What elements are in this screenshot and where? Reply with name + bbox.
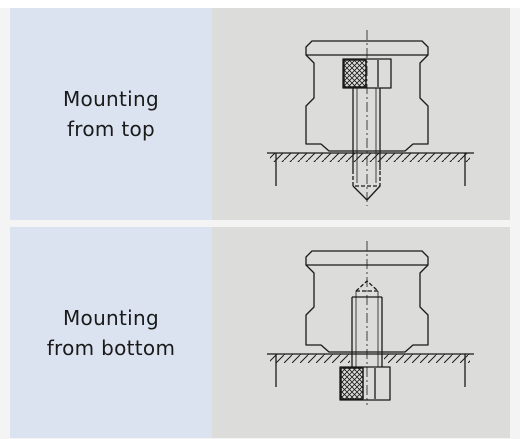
row-mounting-from-top: Mounting from top <box>0 8 520 220</box>
label-cell-bottom: Mounting from bottom <box>10 227 212 438</box>
label-line-1: Mounting <box>62 305 159 330</box>
top-mount-drawing-icon <box>267 30 474 206</box>
label-line-2: from top <box>66 117 156 141</box>
mounting-from-bottom-label: Mounting from bottom <box>47 303 176 363</box>
row-mounting-from-bottom: Mounting from bottom <box>0 227 520 438</box>
mounting-from-top-label: Mounting from top <box>63 84 159 144</box>
label-line-2: from bottom <box>46 335 176 360</box>
label-cell-top: Mounting from top <box>10 8 212 220</box>
drawing-cell-top <box>212 8 510 220</box>
drawing-cell-bottom <box>212 227 510 438</box>
bottom-mount-drawing-icon <box>267 241 474 405</box>
label-line-1: Mounting <box>62 87 159 111</box>
mounting-table: Mounting from top <box>0 8 520 439</box>
